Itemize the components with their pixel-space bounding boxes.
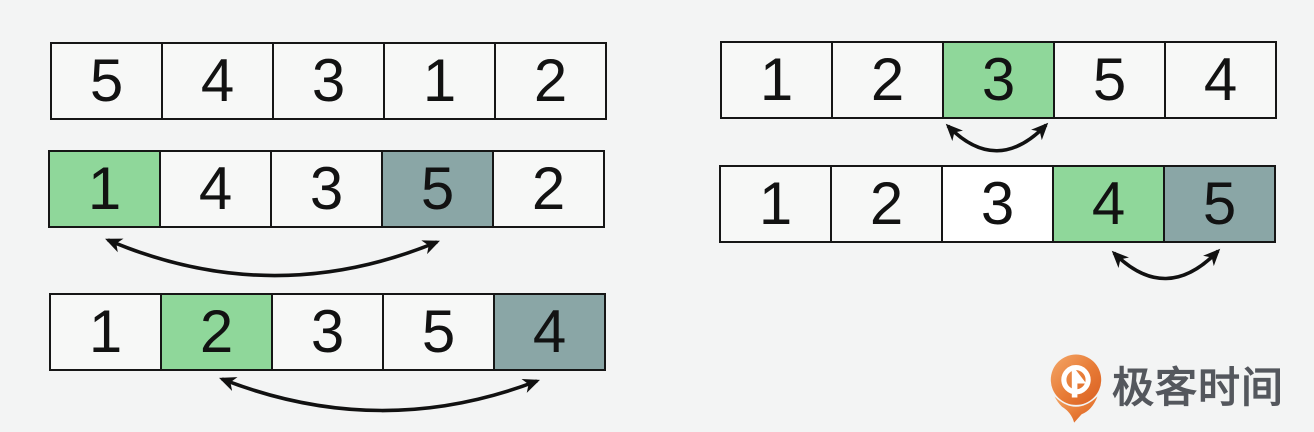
array-cell: 4	[493, 293, 606, 371]
array-cell: 3	[272, 42, 385, 120]
swap-arrow-step5	[1111, 248, 1221, 281]
array-cell: 2	[831, 41, 944, 119]
array-cell: 5	[381, 150, 494, 228]
array-cell: 4	[1164, 41, 1277, 119]
swap-arrow-step2	[105, 238, 440, 278]
array-cell: 4	[161, 42, 274, 120]
array-cell: 2	[830, 165, 943, 243]
swap-arrow-step3	[219, 377, 540, 413]
array-cell: 1	[720, 41, 833, 119]
array-cell: 1	[383, 42, 496, 120]
array-cell: 4	[1052, 165, 1165, 243]
geektime-logo-icon	[1050, 354, 1102, 423]
array-cell: 5	[50, 42, 163, 120]
array-cell: 2	[494, 42, 607, 120]
array-cell: 5	[382, 293, 495, 371]
array-cell: 4	[159, 150, 272, 228]
geektime-logo-text: 极客时间	[1112, 364, 1285, 411]
array-cell: 3	[941, 165, 1054, 243]
array-cell: 2	[492, 150, 605, 228]
array-cell: 5	[1053, 41, 1166, 119]
array-cell: 1	[48, 150, 161, 228]
array-cell: 1	[719, 165, 832, 243]
array-cell: 3	[942, 41, 1055, 119]
array-cell: 5	[1163, 165, 1276, 243]
swap-arrow-step4	[945, 122, 1049, 153]
array-cell: 1	[49, 293, 162, 371]
geektime-logo: 极客时间	[1048, 352, 1284, 428]
array-cell: 2	[160, 293, 273, 371]
array-cell: 3	[271, 293, 384, 371]
array-cell: 3	[270, 150, 383, 228]
